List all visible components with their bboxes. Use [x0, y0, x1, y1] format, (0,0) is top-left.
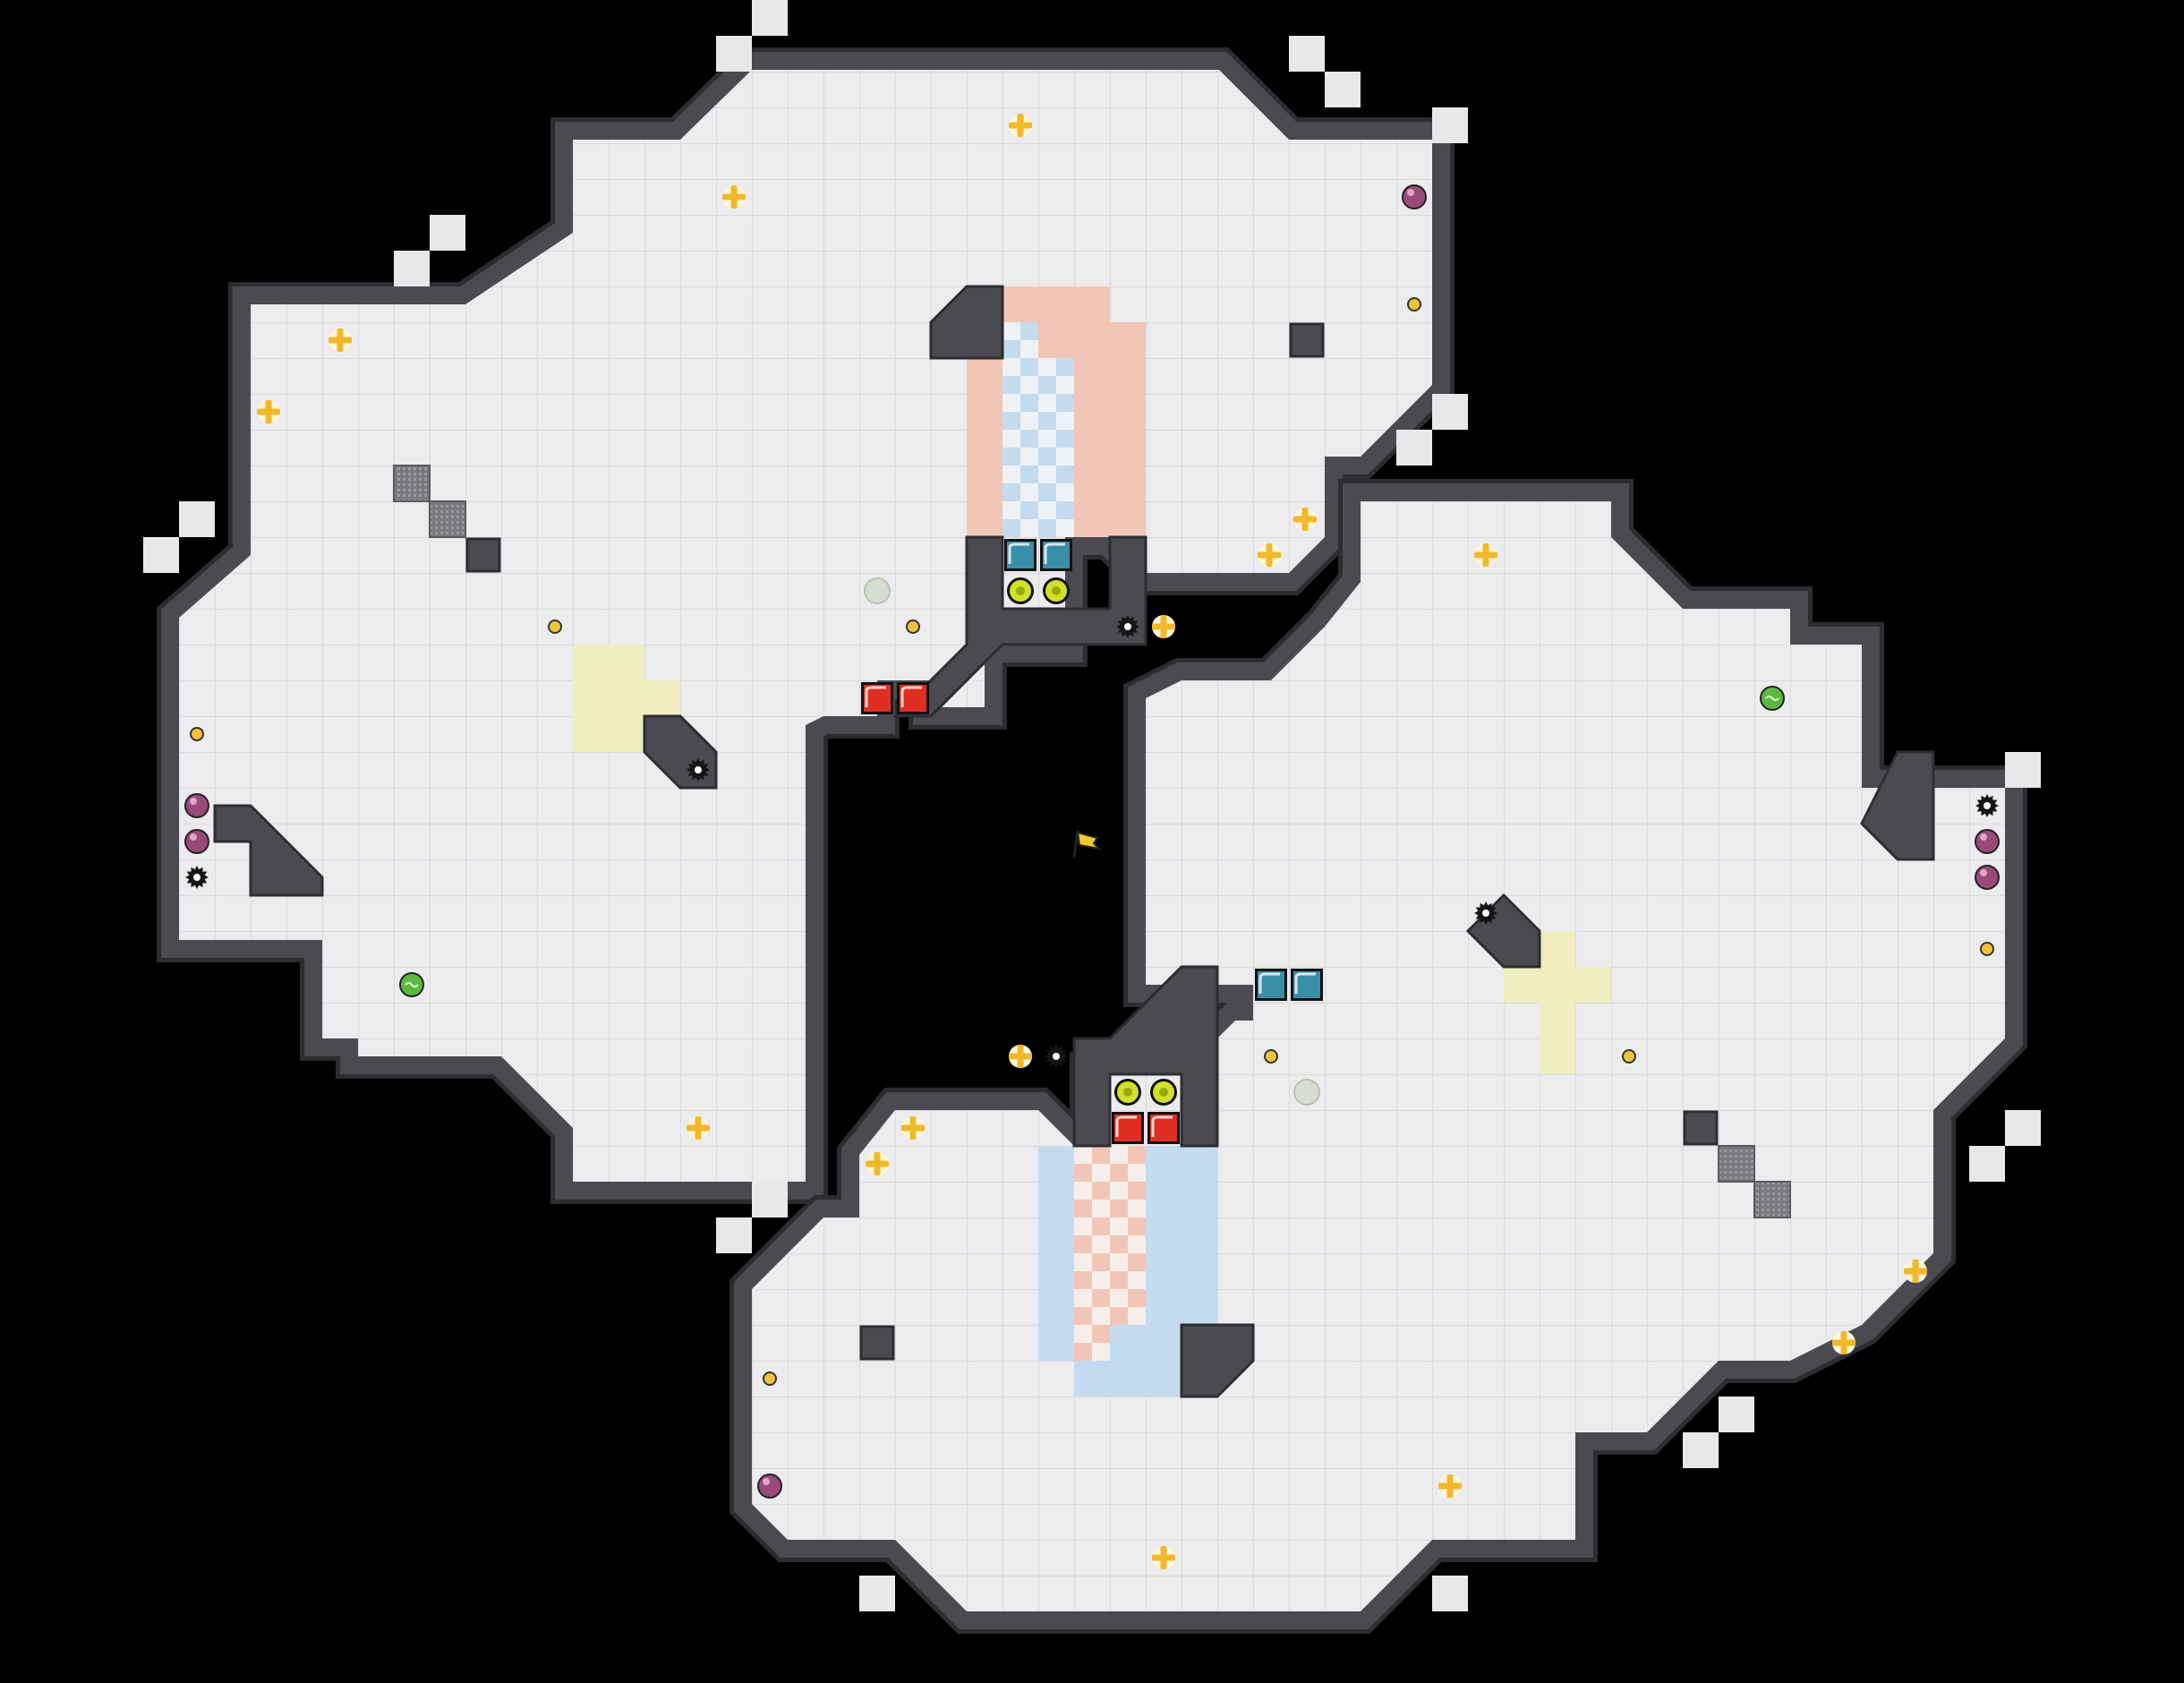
purple-orb-icon: [1975, 829, 2000, 854]
plus-pickup-icon: [1009, 1045, 1032, 1068]
red-crate-icon: [861, 682, 893, 714]
pressure-button-icon: [1150, 1079, 1177, 1106]
plus-pickup-icon: [1438, 1474, 1462, 1498]
wall-trim: [1432, 1576, 1468, 1611]
wall-trim: [1683, 1432, 1719, 1468]
inner-walls: [213, 285, 1935, 1398]
purple-orb-icon: [1402, 184, 1427, 209]
plus-pickup-icon: [1474, 543, 1497, 567]
checker-zone: [1038, 358, 1074, 537]
colored-zones: [573, 286, 1611, 1397]
plus-pickup-icon: [328, 329, 352, 352]
plus-pickup-icon: [866, 1152, 889, 1175]
plus-pickup-icon: [1152, 615, 1175, 638]
plus-pickup-icon: [257, 400, 280, 423]
pressure-button-icon: [1114, 1079, 1141, 1106]
coin-icon: [1264, 1049, 1278, 1064]
flag-icon: [1072, 830, 1102, 859]
green-orb-icon: [399, 972, 424, 997]
purple-orb-icon: [184, 829, 209, 854]
plus-pickup-icon: [1832, 1331, 1856, 1354]
left-alcove-wall: [213, 804, 324, 897]
plus-pickup-icon: [687, 1116, 710, 1140]
plus-pickup-icon: [1258, 543, 1281, 567]
bunker-bottom: [1072, 965, 1219, 1148]
wall-trim: [179, 501, 215, 537]
coin-icon: [190, 727, 204, 741]
vent-grate-icon: [1753, 1181, 1791, 1218]
blue-zone: [1074, 1361, 1182, 1397]
plus-pickup-icon: [722, 185, 746, 209]
block-icon: [465, 537, 501, 573]
purple-orb-icon: [184, 793, 209, 818]
vent-grate-icon: [1718, 1145, 1755, 1183]
coin-icon: [548, 619, 562, 634]
wall-trim: [716, 36, 752, 72]
wall-trim: [1289, 36, 1325, 72]
checker-zone: [1110, 1146, 1146, 1325]
wall-trim: [2005, 1110, 2041, 1146]
wall-trim: [859, 1576, 895, 1611]
purple-orb-icon: [1975, 865, 2000, 890]
yellow-zone: [1504, 967, 1611, 1003]
wall-trim: [430, 215, 465, 251]
wall-trim: [143, 537, 179, 573]
plus-pickup-icon: [901, 1116, 925, 1140]
block-icon: [859, 1325, 895, 1361]
vent-grate-icon: [429, 500, 466, 538]
ghost-orb-icon: [864, 577, 891, 604]
sawblade-icon: [1975, 794, 1999, 817]
red-crate-icon: [897, 682, 929, 714]
pressure-button-icon: [1007, 577, 1034, 604]
sawblade-icon: [687, 758, 710, 782]
coin-icon: [763, 1371, 777, 1386]
plus-pickup-icon: [1293, 508, 1317, 531]
wall-trim: [394, 251, 430, 286]
purple-orb-icon: [757, 1474, 782, 1499]
yellow-zone: [609, 716, 644, 752]
map-objects: [184, 114, 2000, 1569]
sawblade-icon: [185, 866, 209, 889]
red-crate-icon: [1147, 1112, 1180, 1144]
sawblade-icon: [1116, 615, 1139, 638]
teal-crate-icon: [1004, 539, 1037, 571]
wall-trim: [1432, 394, 1468, 430]
block-icon: [1683, 1110, 1719, 1146]
coin-icon: [1407, 297, 1421, 312]
wall-trim: [1325, 72, 1361, 107]
wall-trim: [1432, 107, 1468, 143]
plus-pickup-icon: [1904, 1260, 1927, 1283]
corner-block-bottom: [1180, 1323, 1255, 1398]
checker-zone: [1002, 322, 1038, 537]
red-crate-icon: [1112, 1112, 1144, 1144]
teal-crate-icon: [1291, 969, 1323, 1001]
wall-trim: [716, 1217, 752, 1253]
wall-trim: [1396, 430, 1432, 466]
pressure-button-icon: [1043, 577, 1070, 604]
teal-crate-icon: [1255, 969, 1287, 1001]
plus-pickup-icon: [1009, 114, 1032, 137]
checker-zone: [1074, 1146, 1110, 1361]
wall-trim: [2005, 752, 2041, 788]
wall-trim: [752, 1182, 788, 1217]
coin-icon: [1980, 942, 1994, 956]
block-icon: [1289, 322, 1325, 358]
wall-trim: [1719, 1397, 1754, 1432]
wall-trim: [1969, 1146, 2005, 1182]
coin-icon: [906, 619, 920, 634]
red-zone: [1002, 286, 1110, 322]
corner-block-top: [929, 285, 1004, 360]
green-orb-icon: [1760, 686, 1785, 711]
ghost-orb-icon: [1293, 1079, 1320, 1106]
plus-pickup-icon: [1152, 1546, 1175, 1569]
vent-grate-icon: [393, 465, 431, 502]
coin-icon: [1622, 1049, 1636, 1064]
teal-crate-icon: [1040, 539, 1072, 571]
yellow-zone: [644, 680, 680, 716]
right-alcove-wall: [1860, 750, 1935, 861]
sawblade-icon: [1045, 1045, 1068, 1068]
sawblade-icon: [1474, 901, 1497, 925]
wall-trim: [752, 0, 788, 36]
